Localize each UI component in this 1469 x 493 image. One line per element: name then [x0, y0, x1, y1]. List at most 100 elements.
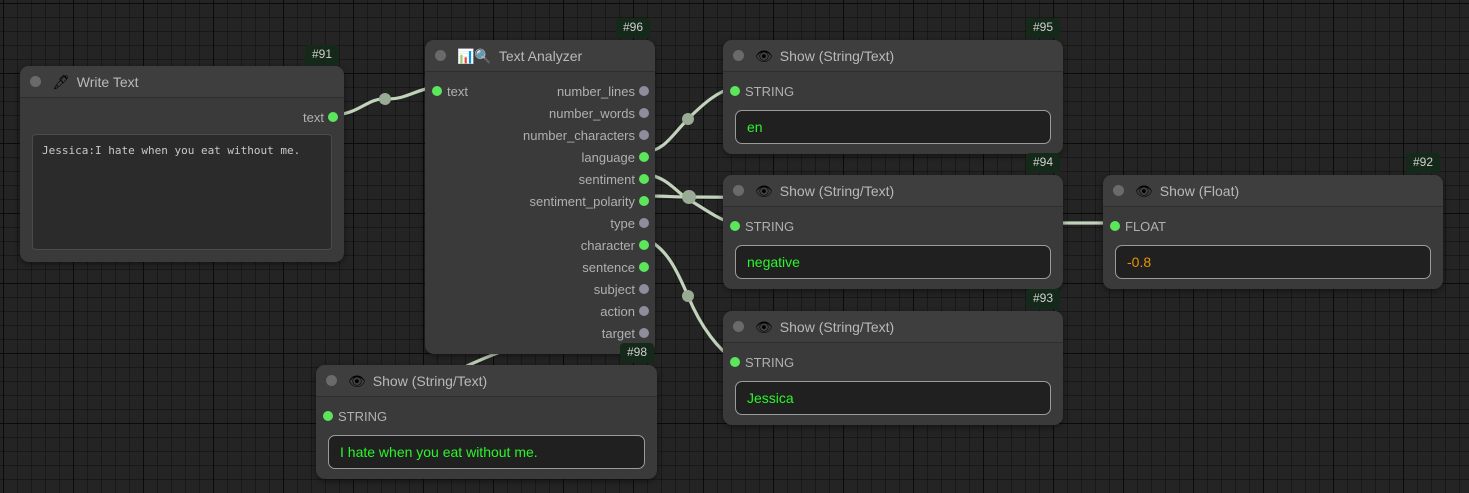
port-dot-icon[interactable] [639, 86, 649, 96]
fountain-pen-icon: 🖋 [52, 73, 70, 90]
output-port-number-words[interactable]: number_words [425, 102, 655, 124]
port-label: text [447, 83, 468, 99]
node-header[interactable]: 👁 Show (String/Text) [723, 40, 1063, 72]
port-dot-icon[interactable] [639, 284, 649, 294]
node-body: text number_lines number_words number_ch… [425, 72, 655, 354]
port-label: number_lines [556, 83, 635, 99]
port-label: FLOAT [1125, 218, 1166, 234]
input-port-text[interactable]: text [425, 80, 655, 102]
node-title: Show (String/Text) [372, 372, 488, 389]
value-text: I hate when you eat without me. [340, 444, 538, 460]
output-port-sentiment[interactable]: sentiment [425, 168, 655, 190]
wire-sentiment-to-show94 [644, 172, 734, 225]
collapse-dot-icon[interactable] [733, 50, 744, 61]
input-port-string[interactable]: STRING [723, 215, 1063, 237]
node-body: text Jessica:I hate when you eat without… [20, 98, 344, 262]
input-port-string[interactable]: STRING [723, 80, 1063, 102]
node-body: STRING negative [723, 207, 1063, 289]
node-id-badge-94: #94 [1026, 153, 1061, 173]
port-dot-icon[interactable] [639, 328, 649, 338]
node-title: Write Text [76, 73, 139, 90]
bar-chart-search-icon: 📊🔍 [457, 47, 492, 64]
port-label: STRING [745, 218, 795, 234]
port-dot-icon[interactable] [639, 174, 649, 184]
collapse-dot-icon[interactable] [435, 50, 446, 61]
port-dot-icon[interactable] [639, 108, 649, 118]
wire-midpoint-handle [682, 290, 694, 302]
port-dot-icon[interactable] [730, 357, 740, 367]
wire-write-text-to-analyzer [334, 85, 436, 117]
output-port-number-characters[interactable]: number_characters [425, 124, 655, 146]
collapse-dot-icon[interactable] [1113, 185, 1124, 196]
value-display: negative [735, 245, 1051, 279]
eye-icon: 👁 [348, 372, 366, 389]
collapse-dot-icon[interactable] [326, 375, 337, 386]
value-display: Jessica [735, 381, 1051, 415]
node-id-badge-96: #96 [616, 18, 651, 38]
node-id-badge-91: #91 [305, 45, 340, 65]
port-label: text [303, 109, 324, 125]
output-port-character[interactable]: character [425, 234, 655, 256]
node-header[interactable]: 🖋 Write Text [20, 66, 344, 98]
wire-character-to-show93 [644, 237, 734, 360]
port-dot-icon[interactable] [639, 218, 649, 228]
wire-midpoint-handle [682, 113, 694, 125]
output-port-sentiment-polarity[interactable]: sentiment_polarity [425, 190, 655, 212]
input-port-string[interactable]: STRING [723, 351, 1063, 373]
node-header[interactable]: 👁 Show (String/Text) [723, 175, 1063, 207]
port-dot-icon[interactable] [323, 411, 333, 421]
node-show-sentence[interactable]: 👁 Show (String/Text) STRING I hate when … [316, 365, 657, 479]
output-port-type[interactable]: type [425, 212, 655, 234]
output-port-target[interactable]: target [425, 322, 655, 344]
node-show-polarity[interactable]: 👁 Show (Float) FLOAT -0.8 [1103, 175, 1443, 289]
output-port-number-lines[interactable]: number_lines [425, 80, 655, 102]
port-dot-icon[interactable] [730, 221, 740, 231]
node-show-sentiment[interactable]: 👁 Show (String/Text) STRING negative [723, 175, 1063, 289]
port-dot-icon[interactable] [639, 130, 649, 140]
node-body: STRING en [723, 72, 1063, 154]
node-header[interactable]: 📊🔍 Text Analyzer [425, 40, 655, 72]
node-body: FLOAT -0.8 [1103, 207, 1443, 289]
port-dot-icon[interactable] [730, 86, 740, 96]
input-port-float[interactable]: FLOAT [1103, 215, 1443, 237]
port-dot-icon[interactable] [639, 240, 649, 250]
collapse-dot-icon[interactable] [733, 321, 744, 332]
output-port-subject[interactable]: subject [425, 278, 655, 300]
value-display: -0.8 [1115, 245, 1431, 279]
port-label: type [610, 215, 635, 231]
node-show-language[interactable]: 👁 Show (String/Text) STRING en [723, 40, 1063, 154]
write-text-textarea[interactable]: Jessica:I hate when you eat without me. [32, 134, 332, 250]
port-dot-icon[interactable] [639, 262, 649, 272]
eye-icon: 👁 [755, 47, 773, 64]
wire-language-to-show95 [644, 86, 734, 154]
output-port-language[interactable]: language [425, 146, 655, 168]
port-label: STRING [745, 83, 795, 99]
collapse-dot-icon[interactable] [30, 76, 41, 87]
node-body: STRING Jessica [723, 343, 1063, 425]
output-port-action[interactable]: action [425, 300, 655, 322]
port-label: target [601, 325, 635, 341]
port-dot-icon[interactable] [639, 152, 649, 162]
port-label: number_characters [523, 127, 635, 143]
input-port-string[interactable]: STRING [316, 405, 657, 427]
port-dot-icon[interactable] [1110, 221, 1120, 231]
value-text: negative [747, 254, 800, 270]
output-port-text[interactable]: text [20, 106, 344, 128]
port-dot-icon[interactable] [639, 196, 649, 206]
node-title: Show (String/Text) [779, 182, 895, 199]
output-port-sentence[interactable]: sentence [425, 256, 655, 278]
node-show-character[interactable]: 👁 Show (String/Text) STRING Jessica [723, 311, 1063, 425]
node-write-text[interactable]: 🖋 Write Text text Jessica:I hate when yo… [20, 66, 344, 262]
collapse-dot-icon[interactable] [733, 185, 744, 196]
value-display: I hate when you eat without me. [328, 435, 645, 469]
node-header[interactable]: 👁 Show (String/Text) [723, 311, 1063, 343]
port-dot-icon[interactable] [328, 112, 338, 122]
node-text-analyzer[interactable]: 📊🔍 Text Analyzer text number_lines numbe… [425, 40, 655, 354]
node-header[interactable]: 👁 Show (Float) [1103, 175, 1443, 207]
port-label: number_words [549, 105, 635, 121]
node-title: Show (String/Text) [779, 47, 895, 64]
port-dot-icon[interactable] [432, 86, 442, 96]
port-dot-icon[interactable] [639, 306, 649, 316]
node-header[interactable]: 👁 Show (String/Text) [316, 365, 657, 397]
